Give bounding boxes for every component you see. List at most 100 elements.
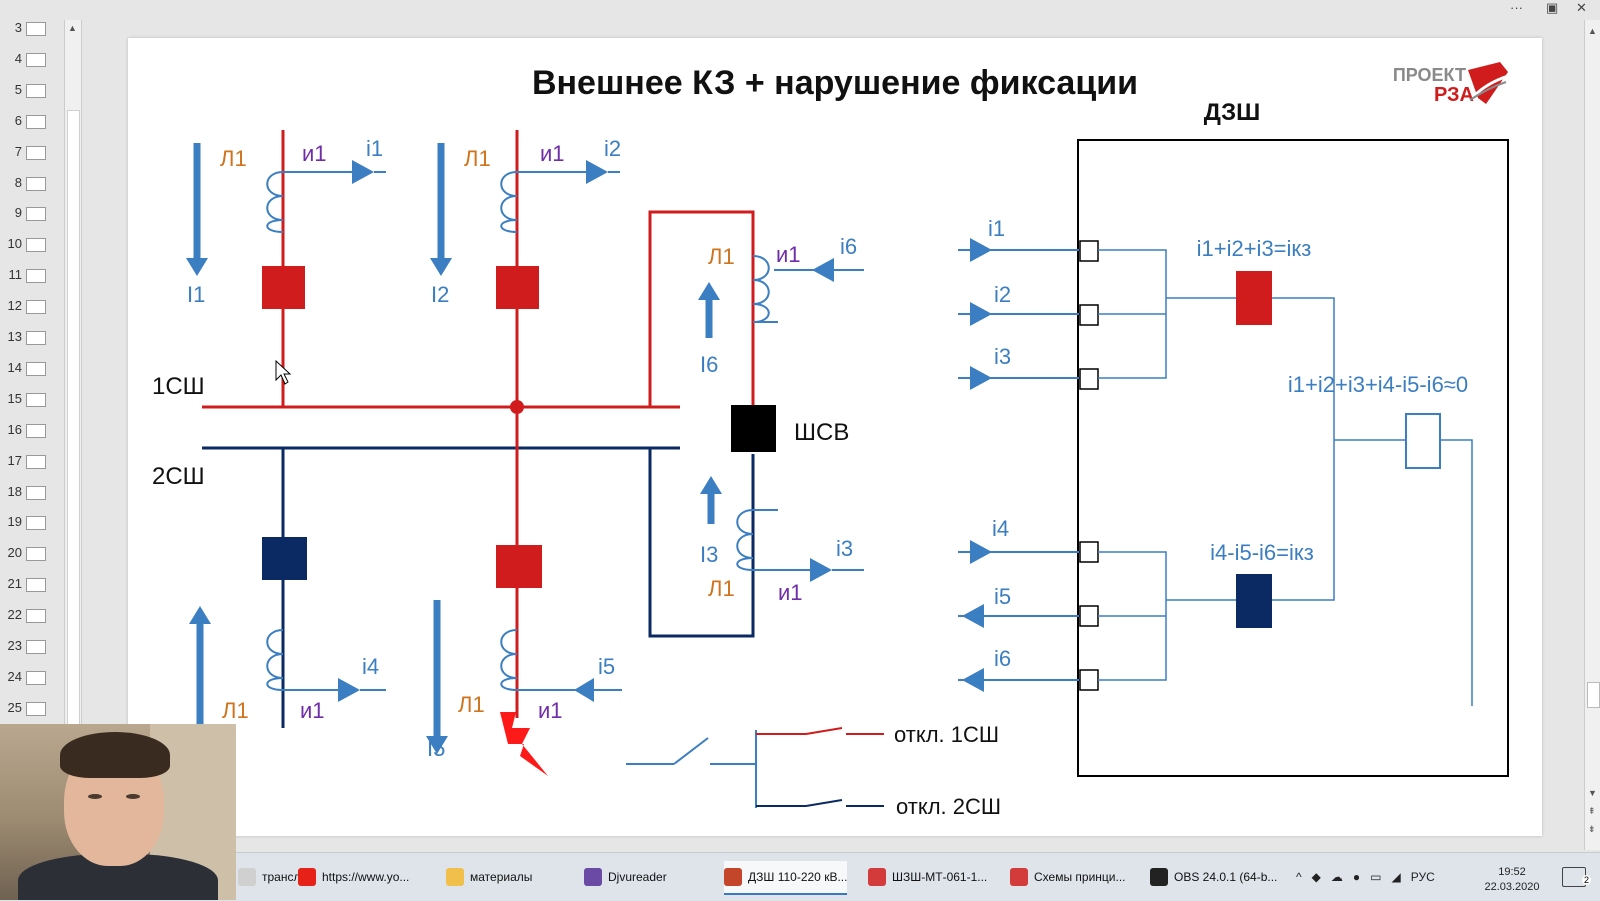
battery-icon[interactable]: ▭	[1370, 870, 1382, 884]
check-zone-relay	[1405, 413, 1441, 469]
taskbar-app[interactable]: ДЗШ 110-220 кВ...	[724, 861, 848, 895]
slide-thumbnail[interactable]: 16	[0, 420, 60, 440]
slide-thumbnail-image	[26, 269, 46, 284]
slide-thumbnail[interactable]: 4	[0, 49, 60, 69]
slide-number: 12	[7, 298, 22, 314]
thumbnail-scroll-thumb[interactable]	[67, 110, 80, 732]
slide-thumbnail[interactable]: 9	[0, 203, 60, 223]
network-icon[interactable]: ◢	[1391, 870, 1401, 884]
i1-prim-label: и1	[540, 141, 565, 166]
windows-taskbar: ^ ◆ ☁ ● ▭ ◢ РУС 19:52 22.03.2020 2 транс…	[0, 852, 1600, 901]
taskbar-app[interactable]: Djvureader	[584, 861, 667, 893]
prev-slide-icon[interactable]: ⇞	[1588, 806, 1596, 816]
slide-number: 9	[14, 205, 22, 221]
thumbnail-scrollbar[interactable]: ▲	[64, 20, 82, 732]
slide-thumbnail[interactable]: 18	[0, 482, 60, 502]
slide-number: 14	[7, 359, 22, 375]
slide-thumbnail-image	[26, 300, 46, 315]
clock-date: 22.03.2020	[1484, 881, 1540, 893]
trip-bus2-label: откл. 2СШ	[896, 794, 1001, 819]
microphone-icon[interactable]: ●	[1352, 870, 1361, 884]
window-title-bar: ··· ▣ ✕	[0, 0, 1600, 20]
slide-thumbnail-image	[26, 578, 46, 593]
slide-thumbnail[interactable]: 5	[0, 80, 60, 100]
slide-thumbnail[interactable]: 13	[0, 327, 60, 347]
taskbar-app[interactable]: материалы	[446, 861, 532, 893]
feeder-4: Л1 и1 i4	[189, 448, 386, 728]
taskbar-app[interactable]: ШЗШ-МТ-061-1...	[868, 861, 987, 893]
slide-thumbnail-panel: 3 4 5 6 7 8 9 10 11 12 13 14 15 16 17 18 19 20 21 22 23 24 25	[0, 20, 60, 730]
slide-number: 17	[7, 452, 22, 468]
taskbar-app[interactable]: Схемы принци...	[1010, 861, 1126, 893]
slide-number: 8	[14, 174, 22, 190]
slide-thumbnail[interactable]: 15	[0, 389, 60, 409]
sum-total-label: i1+i2+i3+i4-i5-i6≈0	[1288, 372, 1468, 397]
taskbar-app-label: материалы	[470, 870, 533, 884]
slide-thumbnail[interactable]: 24	[0, 667, 60, 687]
bus-2-label: 2СШ	[152, 463, 205, 490]
slide-thumbnail[interactable]: 19	[0, 512, 60, 532]
slide-thumbnail[interactable]: 10	[0, 234, 60, 254]
i4-label: i4	[362, 654, 379, 679]
i5-label: i5	[598, 654, 615, 679]
more-options-icon[interactable]: ···	[1510, 0, 1523, 15]
slide-thumbnail[interactable]: 3	[0, 18, 60, 38]
slide-number: 15	[7, 390, 22, 406]
scroll-down-icon[interactable]: ▼	[1588, 788, 1597, 798]
taskbar-app[interactable]: OBS 24.0.1 (64-b...	[1150, 861, 1277, 893]
slide-thumbnail[interactable]: 25	[0, 698, 60, 718]
slide-thumbnail[interactable]: 17	[0, 451, 60, 471]
language-indicator[interactable]: РУС	[1410, 870, 1435, 884]
I5-label: I5	[427, 736, 445, 761]
scroll-up-icon[interactable]: ▲	[68, 23, 77, 33]
dropbox-icon[interactable]: ◆	[1311, 870, 1321, 884]
restore-window-icon[interactable]: ▣	[1546, 0, 1559, 15]
clock[interactable]: 19:52 22.03.2020	[1468, 865, 1556, 895]
taskbar-app[interactable]: https://www.yo...	[298, 861, 409, 893]
cloud-icon[interactable]: ☁	[1330, 870, 1343, 884]
slide-thumbnail[interactable]: 7	[0, 142, 60, 162]
project-rza-logo: ПРОЕКТ РЗА	[1393, 62, 1509, 106]
slide-thumbnail-image	[26, 22, 46, 36]
slide-number: 25	[7, 699, 22, 715]
slide-thumbnail[interactable]: 6	[0, 111, 60, 131]
scroll-up-icon[interactable]: ▲	[1588, 26, 1597, 36]
slide-thumbnail-image	[26, 114, 46, 129]
slide-thumbnail-image	[26, 454, 46, 469]
i4-input-label: i4	[992, 516, 1009, 541]
slide-thumbnail[interactable]: 11	[0, 265, 60, 285]
slide-thumbnail-image	[26, 176, 46, 191]
slide-thumbnail[interactable]: 22	[0, 605, 60, 625]
logo-text-line2: РЗА	[1434, 84, 1474, 106]
next-slide-icon[interactable]: ⇟	[1588, 824, 1596, 834]
sum-bus2-label: i4-i5-i6=iкз	[1210, 540, 1314, 565]
slide-scroll-thumb[interactable]	[1587, 682, 1600, 708]
app-icon	[238, 868, 256, 886]
slide-thumbnail[interactable]: 12	[0, 296, 60, 316]
mouse-cursor-icon	[275, 359, 292, 385]
taskbar-app-label: Схемы принци...	[1034, 870, 1126, 884]
feeder-5: Л1 и1 i5 I5	[426, 400, 622, 776]
close-window-icon[interactable]: ✕	[1576, 0, 1587, 15]
tray-chevron-icon[interactable]: ^	[1296, 870, 1302, 884]
sum-bus1-label: i1+i2+i3=iкз	[1197, 236, 1312, 261]
slide-thumbnail[interactable]: 23	[0, 636, 60, 656]
notifications-icon[interactable]: 2	[1562, 867, 1591, 887]
app-icon	[868, 868, 886, 886]
slide-scrollbar[interactable]: ▲ ▼ ⇞ ⇟	[1584, 20, 1600, 850]
dzsh-label: ДЗШ	[1204, 99, 1261, 126]
slide-thumbnail[interactable]: 21	[0, 574, 60, 594]
slide-thumbnail[interactable]: 8	[0, 173, 60, 193]
system-tray: ^ ◆ ☁ ● ▭ ◢ РУС	[1296, 861, 1435, 893]
dzsh-frame	[1077, 139, 1509, 777]
slide-thumbnail-image	[26, 516, 46, 531]
I6-label: I6	[700, 352, 718, 377]
slide-thumbnail-image	[26, 670, 46, 685]
i1-prim-label: и1	[302, 141, 327, 166]
slide-thumbnail[interactable]: 20	[0, 543, 60, 563]
slide-thumbnail-image	[26, 547, 46, 562]
app-icon	[584, 868, 602, 886]
slide-number: 22	[7, 607, 22, 623]
i3-label: i3	[836, 536, 853, 561]
slide-thumbnail[interactable]: 14	[0, 358, 60, 378]
